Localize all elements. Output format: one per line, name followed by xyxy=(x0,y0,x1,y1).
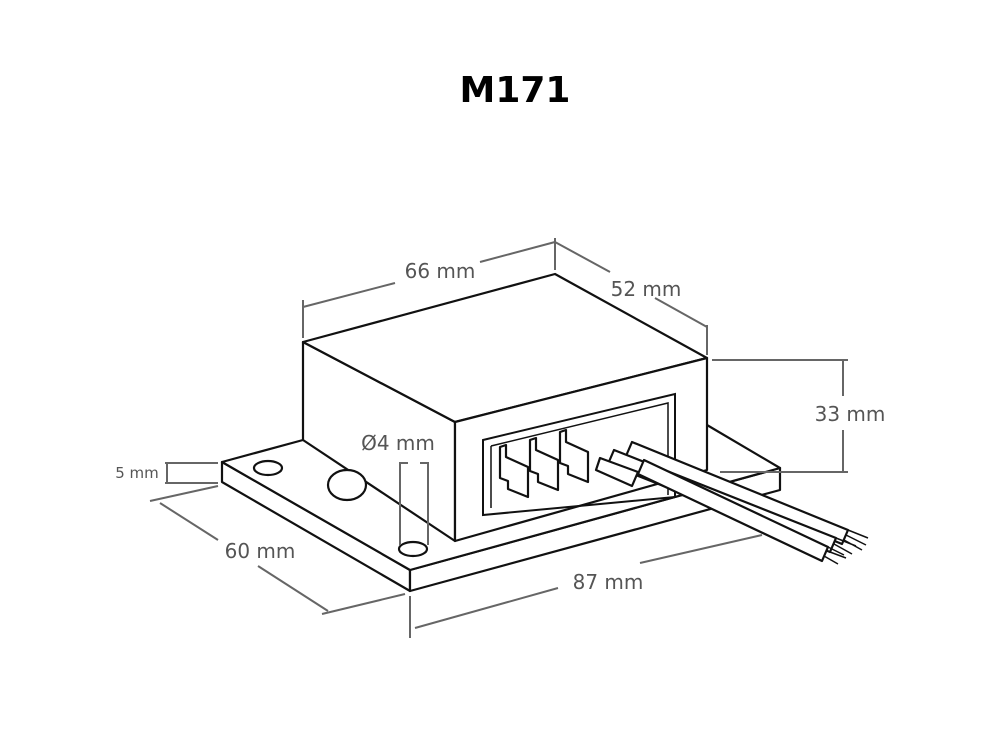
plate-thickness-label: 5 mm xyxy=(115,464,159,482)
mounting-hole xyxy=(252,459,284,477)
connection-wires xyxy=(594,440,869,565)
plate-width-label: 60 mm xyxy=(225,539,296,563)
width-label: 66 mm xyxy=(405,259,476,283)
dimension-hole-diameter: Ø4 mm xyxy=(361,431,435,545)
hole-diameter-label: Ø4 mm xyxy=(361,431,435,455)
dimension-plate-length: 87 mm xyxy=(409,534,763,638)
dimension-plate-width: 60 mm xyxy=(149,485,406,615)
module-housing xyxy=(301,272,869,565)
dimension-plate-thickness: 5 mm xyxy=(115,462,218,484)
dimension-width: 66 mm xyxy=(302,238,556,338)
spade-terminals xyxy=(498,428,590,499)
height-label: 33 mm xyxy=(815,402,886,426)
dimension-height: 33 mm xyxy=(712,359,886,473)
mounting-hole xyxy=(397,540,429,558)
page-title: M171 xyxy=(460,70,571,111)
led-indicator xyxy=(326,468,368,502)
dimension-depth: 52 mm xyxy=(554,241,708,355)
depth-label: 52 mm xyxy=(611,277,682,301)
plate-length-label: 87 mm xyxy=(573,570,644,594)
